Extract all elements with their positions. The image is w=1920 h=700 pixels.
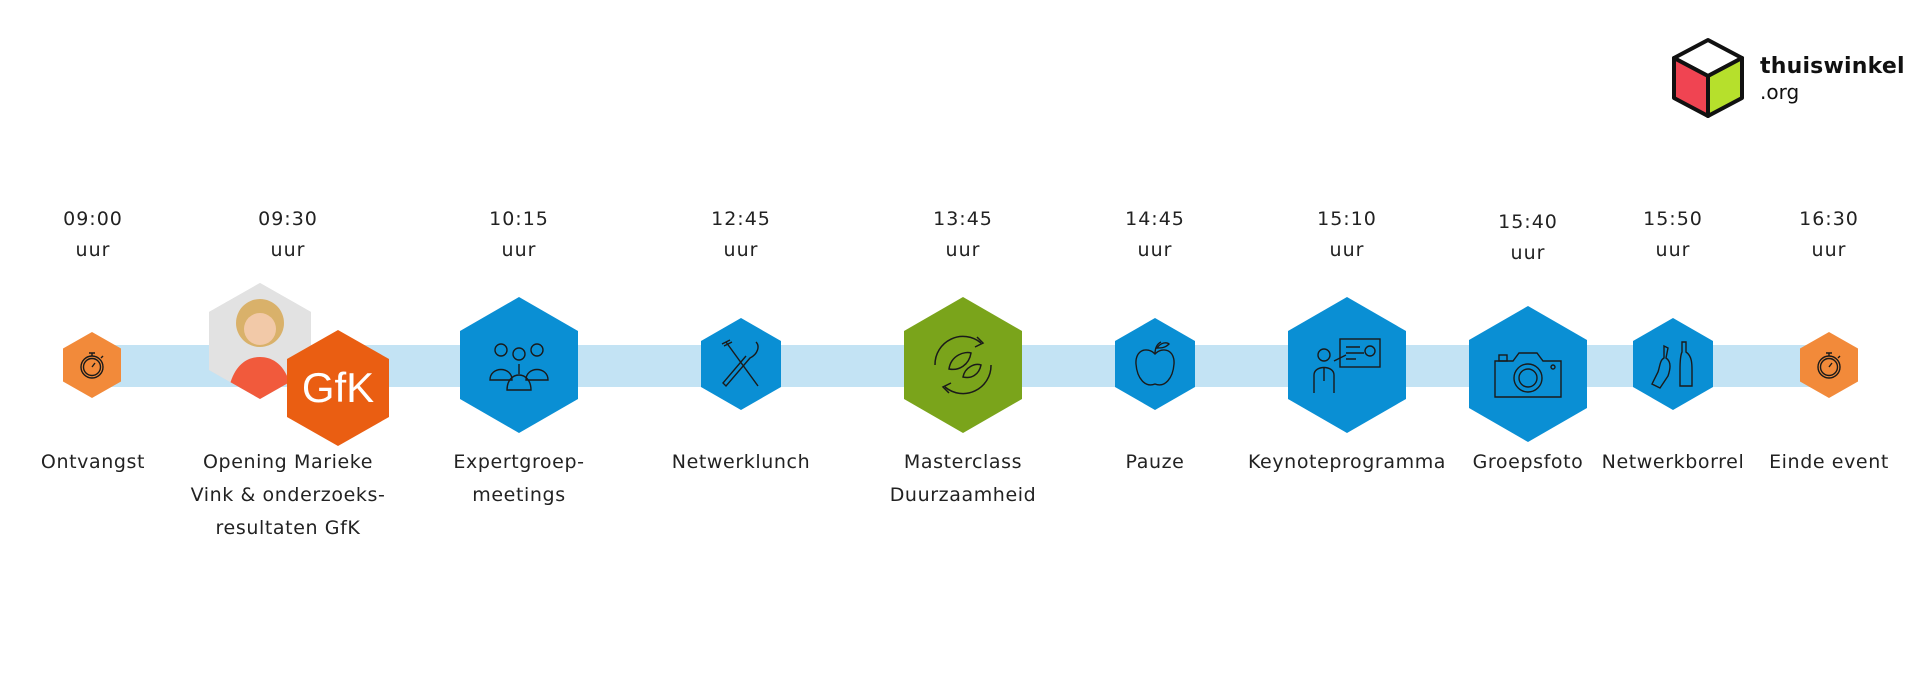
event-marker-einde — [1800, 332, 1858, 398]
event-label: Keynoteprogramma — [1247, 451, 1447, 473]
event-label: Netwerkborrel — [1601, 451, 1745, 473]
bottles-icon — [1651, 341, 1693, 389]
event-marker-groepsfoto — [1469, 306, 1587, 442]
event-marker-netwerkborrel — [1633, 318, 1713, 410]
event-marker-masterclass — [904, 297, 1022, 433]
people-group-icon — [489, 343, 549, 391]
event-label: Einde event — [1769, 451, 1889, 473]
event-label: Masterclass Duurzaamheid — [889, 451, 1037, 506]
leaves-cycle-icon — [934, 335, 992, 395]
stopwatch-icon — [80, 352, 104, 379]
event-label: Expertgroep- meetings — [453, 451, 585, 506]
brand-name: thuiswinkel — [1760, 54, 1905, 79]
event-marker-keynote — [1288, 297, 1406, 433]
stopwatch-icon — [1817, 352, 1841, 379]
brand-tld: .org — [1760, 80, 1800, 104]
event-marker-expertgroep — [460, 297, 578, 433]
presenter-icon — [1313, 338, 1381, 393]
camera-icon — [1494, 352, 1562, 398]
event-label: Opening Marieke Vink & onderzoeks- resul… — [190, 451, 386, 539]
fork-knife-icon — [721, 339, 759, 388]
brand-logo: thuiswinkel .org — [1668, 36, 1905, 120]
event-marker-netwerklunch — [701, 318, 781, 410]
event-marker-ontvangst — [63, 332, 121, 398]
gfk-logo-text: GfK — [301, 364, 375, 411]
event-marker-pauze — [1115, 318, 1195, 410]
apple-icon — [1135, 341, 1175, 386]
event-label: Pauze — [1125, 451, 1185, 473]
gfk-logo: GfK — [287, 330, 389, 446]
cube-logo-icon — [1672, 38, 1744, 118]
event-label: Ontvangst — [40, 451, 146, 473]
person-photo-icon — [209, 283, 311, 399]
event-label: Groepsfoto — [1472, 451, 1584, 473]
event-label: Netwerklunch — [671, 451, 811, 473]
